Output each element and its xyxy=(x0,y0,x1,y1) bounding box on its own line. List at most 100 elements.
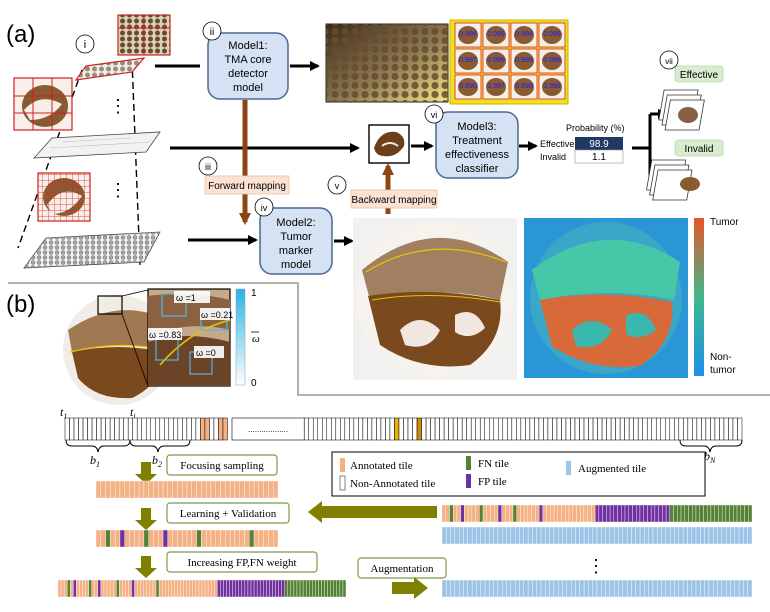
bag-braces xyxy=(65,439,743,453)
strip-tile xyxy=(324,579,328,598)
strip-tile xyxy=(94,579,99,598)
strip-tile xyxy=(158,480,164,499)
tile xyxy=(78,417,84,441)
model1-line-1: Model1: xyxy=(228,40,267,52)
strip-tile xyxy=(471,526,477,545)
strip-tile xyxy=(215,529,221,548)
tile xyxy=(322,417,328,441)
strip-tile xyxy=(171,579,175,598)
tile xyxy=(597,417,603,441)
sample-strip xyxy=(441,526,753,545)
strip-tile xyxy=(519,526,525,545)
strip-tile xyxy=(186,579,190,598)
strip-tile xyxy=(112,579,117,598)
panel-b-label: (b) xyxy=(6,291,35,318)
tile xyxy=(439,417,445,441)
tile xyxy=(123,417,129,441)
tile xyxy=(646,417,652,441)
pyramid-level-1 xyxy=(74,57,146,81)
strip-tile xyxy=(342,579,347,598)
strip-tile xyxy=(138,529,145,548)
strip-tile xyxy=(467,579,473,598)
strip-tile xyxy=(273,480,279,499)
strip-tile xyxy=(626,579,632,598)
tile xyxy=(687,417,693,441)
strip-tile xyxy=(196,480,202,499)
strip-tile xyxy=(269,579,273,598)
strip-tile xyxy=(700,579,705,598)
tile xyxy=(701,417,707,441)
strip-tile xyxy=(558,526,563,545)
tile xyxy=(674,417,680,441)
strip-tile xyxy=(501,504,506,523)
tile xyxy=(678,417,684,441)
strip-tile xyxy=(490,504,495,523)
strip-tile xyxy=(514,526,520,545)
strip-tile xyxy=(149,579,154,598)
strip-tile xyxy=(318,579,322,598)
core-score: 0.996 xyxy=(459,31,477,38)
tile xyxy=(376,417,382,441)
backward-mapping-label: Backward mapping xyxy=(351,195,436,206)
strip-tile xyxy=(566,526,572,545)
tile xyxy=(200,417,206,441)
strip-tile xyxy=(138,480,145,499)
backward-mapping-box: Backward mapping xyxy=(350,189,438,209)
tile xyxy=(475,417,481,441)
strip-tile xyxy=(134,480,140,499)
prob-bar-invalid xyxy=(574,149,624,164)
strip-tile xyxy=(512,504,517,523)
strip-tile xyxy=(475,504,480,523)
tile xyxy=(312,417,318,441)
strip-tile xyxy=(471,579,477,598)
tile xyxy=(362,417,368,441)
strip-tile xyxy=(327,579,331,598)
strip-tile xyxy=(618,579,624,598)
strip-tile xyxy=(57,579,62,598)
strip-tile xyxy=(204,579,209,598)
strip-tile xyxy=(669,526,675,545)
strip-tile xyxy=(119,480,125,499)
pyramid-level-3 xyxy=(23,231,161,269)
strip-tile xyxy=(198,579,203,598)
strip-tile xyxy=(669,504,674,523)
tile xyxy=(511,417,517,441)
strip-tile xyxy=(531,504,536,523)
strip-tile xyxy=(100,579,105,598)
strip-tile xyxy=(695,504,700,523)
strip-tile xyxy=(562,579,568,598)
tile xyxy=(728,417,734,441)
b2-label: b2 xyxy=(152,453,162,469)
strip-tile xyxy=(441,579,447,598)
tile xyxy=(525,417,531,441)
detected-core: 0.998 xyxy=(510,48,538,74)
strip-tile xyxy=(703,504,708,523)
strip-tile xyxy=(516,504,521,523)
strip-tile xyxy=(125,579,129,598)
tile xyxy=(457,417,463,441)
strip-tile xyxy=(572,504,577,523)
strip-tile xyxy=(60,579,65,598)
tile xyxy=(136,417,142,441)
strip-tile xyxy=(654,504,659,523)
core-score: 0.998 xyxy=(515,31,533,38)
strip-tile xyxy=(445,504,450,523)
probability-title: Probability (%) xyxy=(566,123,625,133)
strip-tile xyxy=(182,480,188,499)
strip-tile xyxy=(177,480,183,499)
roman-iv-text: iv xyxy=(261,203,268,213)
detected-core: 0.998 xyxy=(510,74,538,100)
core-zoom-level-2 xyxy=(13,77,73,131)
prob-value-effective: 98.9 xyxy=(589,139,609,150)
tile xyxy=(561,417,567,441)
tile xyxy=(732,417,738,441)
prob-value-invalid: 1.1 xyxy=(592,152,606,163)
strip-tile xyxy=(207,579,212,598)
strip-tile xyxy=(480,526,486,545)
strip-tile xyxy=(471,504,476,523)
strip-tile xyxy=(85,579,89,598)
strip-tile xyxy=(263,579,267,598)
strip-tile xyxy=(713,579,718,598)
model1-box: Model1: TMA core detector model xyxy=(207,32,289,100)
